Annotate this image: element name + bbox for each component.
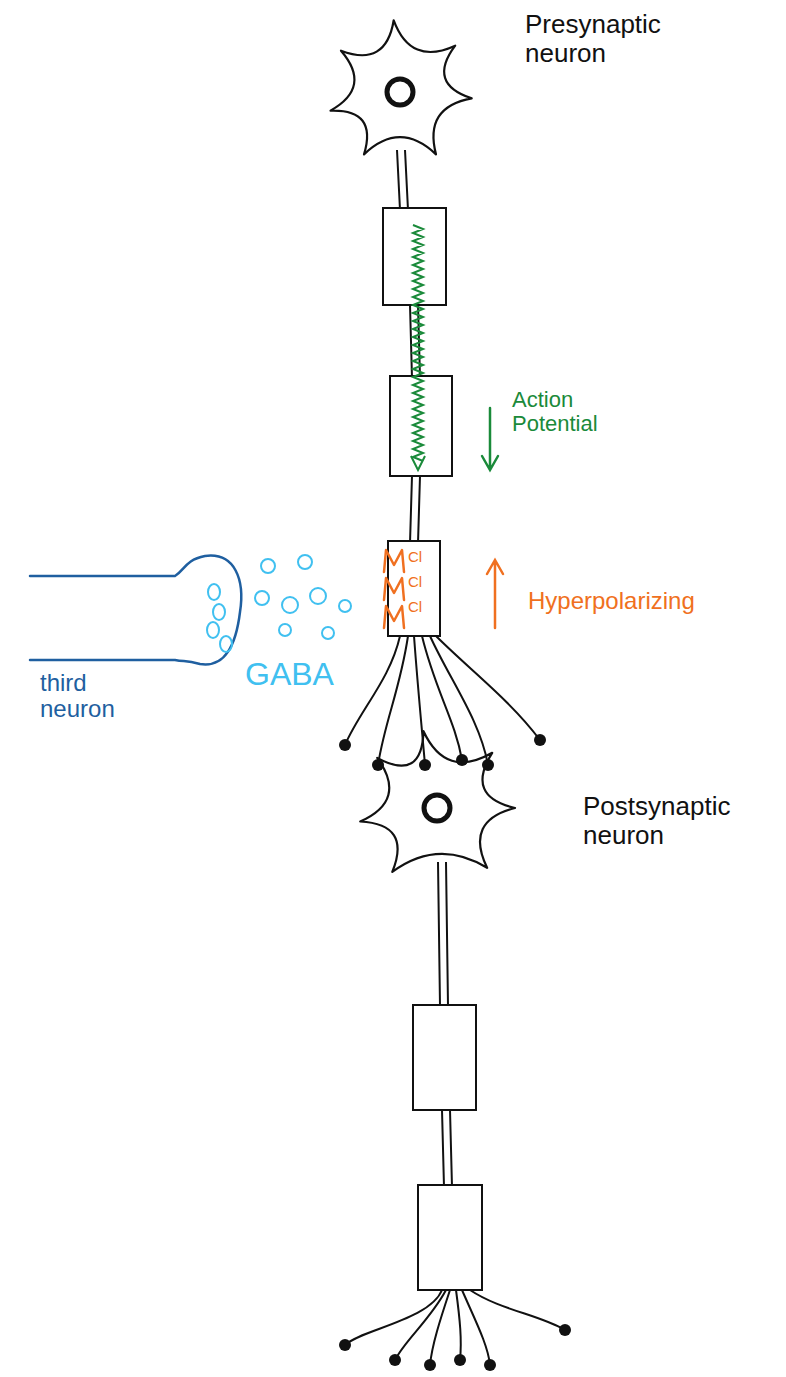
cell-body xyxy=(360,731,515,872)
cell-body xyxy=(331,20,472,154)
action-potential-arrow xyxy=(482,408,498,470)
ion-label: Cl xyxy=(408,599,422,616)
third-neuron-axon xyxy=(30,556,241,665)
ion-label: Cl xyxy=(408,549,422,566)
terminal-buttons xyxy=(339,734,571,1371)
chloride-channels xyxy=(384,550,404,628)
wave-line xyxy=(413,225,423,461)
wave-arrowhead xyxy=(411,456,425,470)
neuron-label: third neuron xyxy=(40,670,160,723)
neuron-label: Postsynaptic neuron xyxy=(583,792,773,849)
neurotransmitter-label: GABA xyxy=(245,657,334,692)
action-potential-wave xyxy=(411,225,425,470)
ion-label: Cl xyxy=(408,574,422,591)
soma-group xyxy=(331,20,516,872)
gaba-vesicles xyxy=(207,555,351,652)
nuclei xyxy=(387,79,450,821)
axon-terminals xyxy=(345,636,565,1365)
signal-label: Action Potential xyxy=(512,388,642,436)
hyperpolarizing-arrow xyxy=(487,560,503,628)
effect-label: Hyperpolarizing xyxy=(528,588,768,614)
neuron-label: Presynaptic neuron xyxy=(525,10,695,67)
myelin-sheaths xyxy=(383,208,482,1290)
